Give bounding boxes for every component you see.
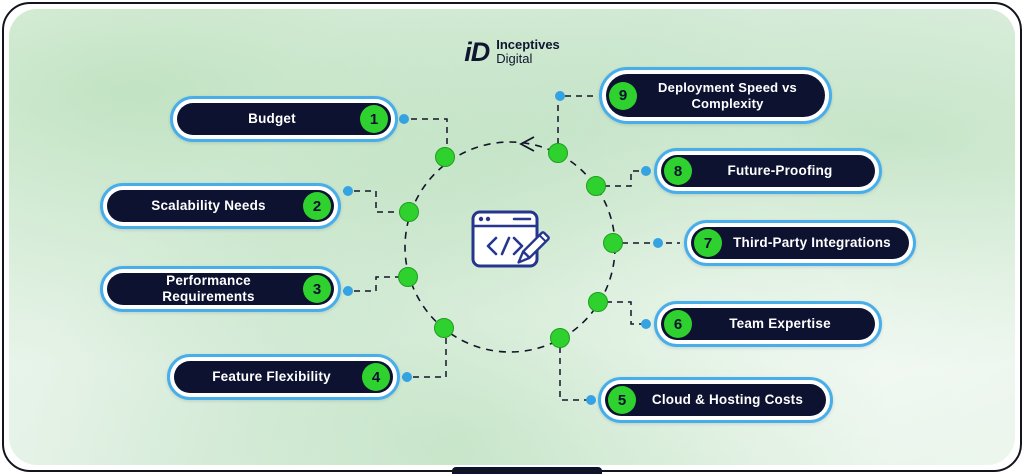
factor-label: Performance Requirements	[162, 272, 255, 304]
factor-number-badge: 7	[694, 229, 722, 257]
node-dot-4	[434, 318, 454, 338]
endpoint-dot-2	[343, 186, 353, 196]
factor-label: Future-Proofing	[727, 162, 833, 178]
node-dot-3	[398, 267, 418, 287]
node-dot-6	[588, 292, 608, 312]
connector-future	[604, 170, 650, 187]
factor-number-badge: 2	[303, 192, 331, 220]
factor-pill-third-party: Third-Party Integrations 7	[684, 220, 916, 266]
factor-number-badge: 5	[608, 386, 636, 414]
factor-pill-future-proofing: Future-Proofing 8	[654, 148, 882, 194]
factor-label: Budget	[248, 110, 296, 126]
factor-number-badge: 4	[362, 363, 390, 391]
factor-label: Deployment Speed vs Complexity	[658, 79, 797, 111]
bottom-accent-bar	[452, 467, 602, 474]
node-dot-5	[550, 328, 570, 348]
node-dot-2	[399, 202, 419, 222]
factor-pill-deployment-speed: Deployment Speed vs Complexity 9	[599, 67, 832, 124]
connector-feature	[402, 337, 447, 378]
connector-team	[606, 301, 650, 325]
brand-name-bottom: Digital	[496, 51, 533, 67]
factor-pill-scalability: Scalability Needs 2	[100, 183, 341, 229]
factor-number-badge: 9	[609, 81, 637, 110]
factor-number-badge: 6	[664, 310, 692, 338]
endpoint-dot-5	[586, 395, 596, 405]
factor-label: Scalability Needs	[151, 197, 266, 213]
factor-number-badge: 1	[360, 105, 388, 133]
endpoint-dot-8	[641, 166, 651, 176]
endpoint-dot-9	[555, 91, 565, 101]
endpoint-dot-4	[402, 372, 412, 382]
code-editor-icon	[468, 201, 556, 287]
brand-logo-mark: iD	[464, 36, 490, 67]
factor-label: Feature Flexibility	[212, 368, 331, 384]
node-dot-1	[435, 147, 455, 167]
brand-name-top: Inceptives	[496, 37, 560, 52]
connector-performance	[343, 276, 399, 292]
brand-logo: iD Inceptives Digital	[464, 36, 560, 67]
circle-arrow-icon	[519, 136, 535, 152]
factor-pill-cloud-hosting: Cloud & Hosting Costs 5	[598, 377, 833, 423]
factor-label: Team Expertise	[729, 315, 831, 331]
factor-pill-performance: Performance Requirements 3	[100, 266, 341, 312]
endpoint-dot-6	[641, 319, 651, 329]
factor-number-badge: 3	[303, 275, 331, 303]
factor-pill-team-expertise: Team Expertise 6	[654, 301, 882, 347]
endpoint-dot-3	[343, 286, 353, 296]
node-dot-8	[586, 176, 606, 196]
brand-logo-text: Inceptives Digital	[496, 37, 560, 67]
node-dot-7	[603, 233, 623, 253]
connector-deployment	[557, 95, 595, 144]
connector-cloud	[559, 347, 595, 401]
factor-label: Third-Party Integrations	[733, 234, 891, 250]
connector-budget	[400, 118, 448, 149]
node-dot-9	[548, 143, 568, 163]
endpoint-dot-1	[399, 114, 409, 124]
connector-scalability	[343, 190, 400, 213]
factor-number-badge: 8	[664, 157, 692, 185]
factor-pill-feature-flexibility: Feature Flexibility 4	[167, 354, 400, 400]
endpoint-dot-7	[653, 238, 663, 248]
factor-pill-budget: Budget 1	[170, 96, 398, 142]
factor-label: Cloud & Hosting Costs	[651, 391, 804, 407]
